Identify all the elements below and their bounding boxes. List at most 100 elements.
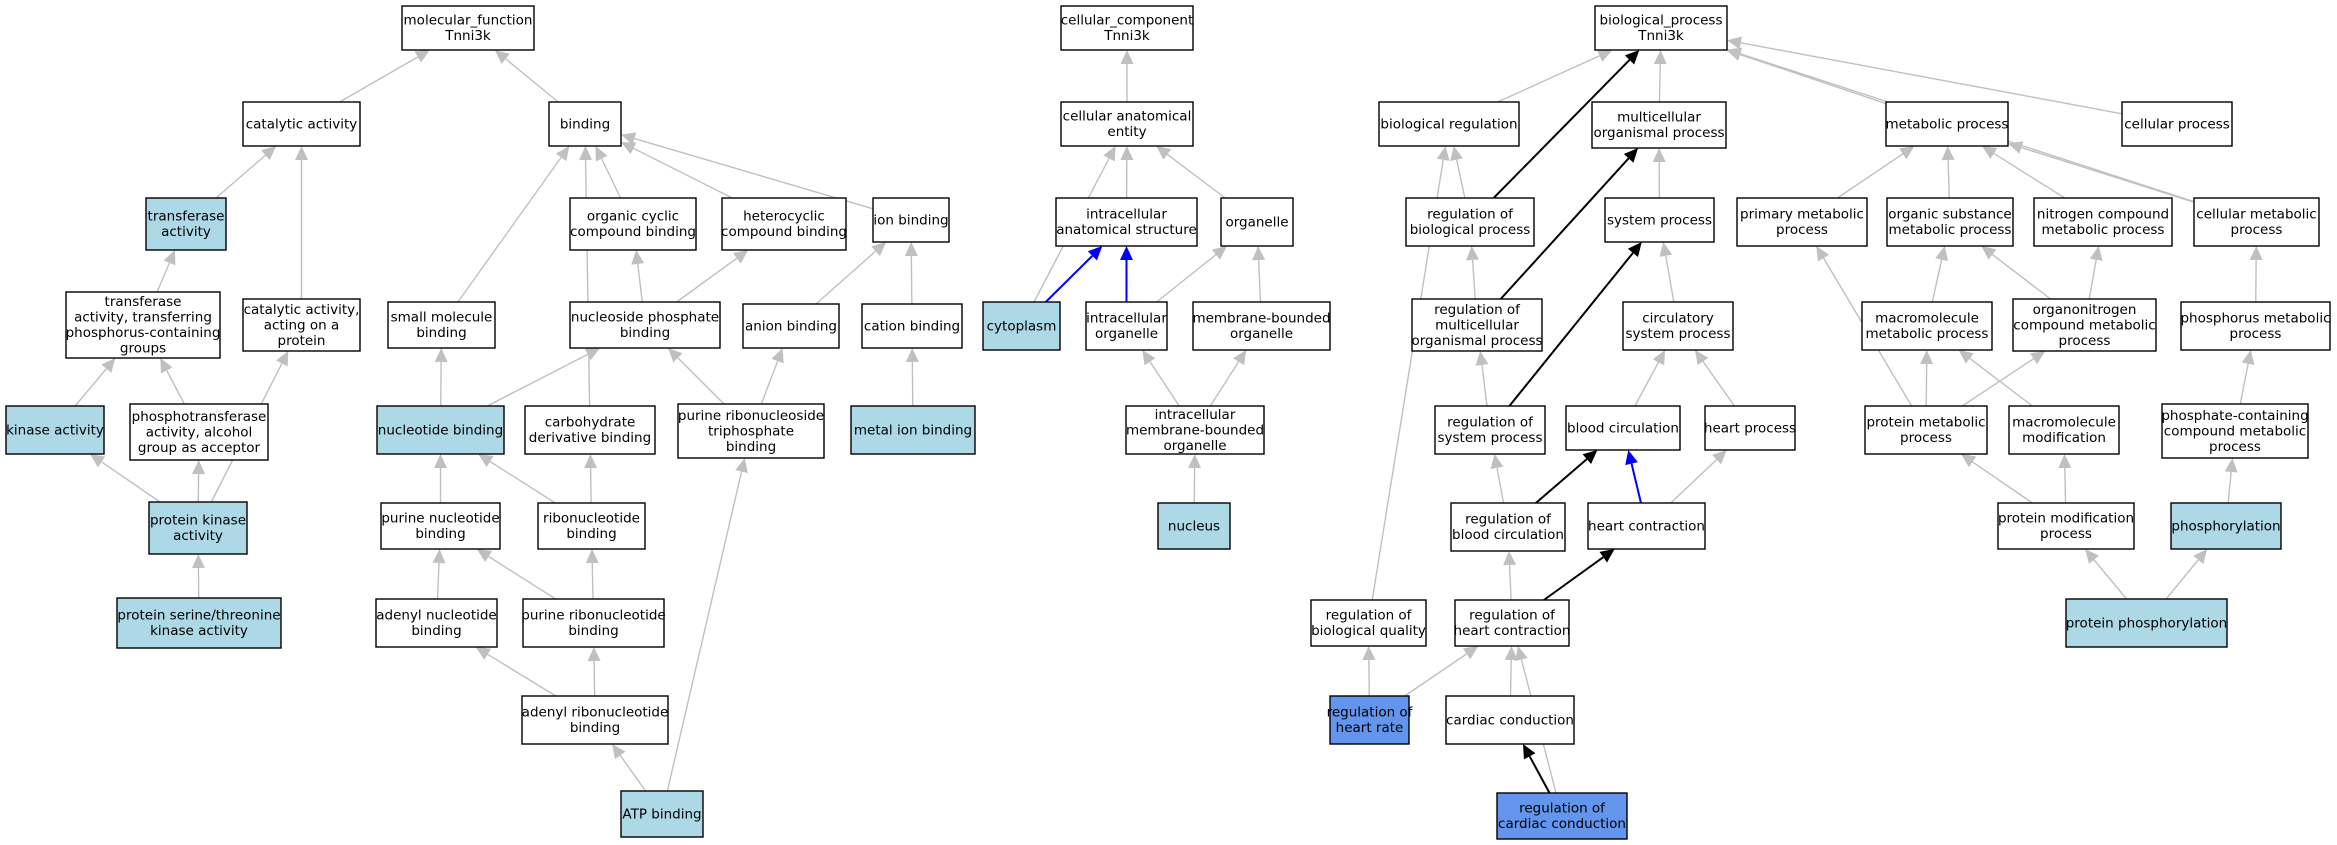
node-system_process[interactable]: system process — [1604, 197, 1715, 243]
node-label-line: kinase activity — [6, 422, 104, 438]
node-label-line: protein phosphorylation — [2066, 615, 2228, 631]
node-atp[interactable]: ATP binding — [620, 790, 704, 838]
node-box — [387, 301, 496, 349]
node-bio_reg[interactable]: biological regulation — [1378, 101, 1520, 147]
edge-line — [1992, 253, 2051, 300]
edge-line — [166, 370, 185, 405]
node-kinase[interactable]: kinase activity — [5, 405, 105, 455]
node-box — [2012, 298, 2157, 352]
node-cation[interactable]: cation binding — [861, 303, 963, 349]
node-organelle[interactable]: organelle — [1220, 197, 1294, 247]
node-cytoplasm[interactable]: cytoplasm — [982, 301, 1061, 351]
node-label-line: biological quality — [1311, 623, 1426, 639]
node-cellular_process[interactable]: cellular process — [2121, 101, 2233, 147]
node-protein_phos[interactable]: protein phosphorylation — [2065, 598, 2228, 648]
node-catalytic[interactable]: catalytic activity — [242, 101, 361, 147]
node-binding[interactable]: binding — [548, 101, 622, 147]
edge-arrowhead — [587, 647, 601, 662]
edge-line — [486, 353, 589, 407]
node-metabolic[interactable]: metabolic process — [1885, 101, 2009, 147]
node-anion[interactable]: anion binding — [742, 303, 840, 349]
edge-arrowhead — [434, 348, 448, 363]
edge-line — [1837, 153, 1904, 199]
node-nucleotide[interactable]: nucleotide binding — [376, 405, 505, 455]
edge-line — [2239, 363, 2249, 405]
node-metal_ion[interactable]: metal ion binding — [850, 405, 976, 455]
edge-reg_system-to-reg_multicellular — [1475, 351, 1489, 407]
node-label-line: protein serine/threonine — [117, 608, 280, 624]
node-label-line: binding — [411, 623, 461, 639]
edge-line — [339, 56, 419, 103]
edge-line — [1496, 467, 1505, 504]
edge-cardiac_conduction-to-reg_heart_contraction — [1504, 646, 1518, 697]
edge-protein_phos-to-phosphorylation — [2165, 549, 2208, 600]
edge-line — [2227, 471, 2232, 504]
edge-line — [1499, 157, 1630, 300]
edge-ion_binding-to-binding — [621, 132, 874, 210]
node-label-line: compound binding — [570, 224, 696, 240]
node-heart_process[interactable]: heart process — [1704, 405, 1796, 451]
edge-blood_circulation-to-circulatory — [1634, 350, 1666, 407]
node-nucleus[interactable]: nucleus — [1157, 502, 1231, 550]
edge-arrowhead — [1920, 350, 1934, 365]
edge-arrowhead — [905, 348, 919, 363]
node-box — [145, 197, 227, 251]
node-box — [2065, 598, 2228, 648]
node-label-line: protein — [278, 333, 326, 349]
node-label-line: process — [1900, 430, 1952, 446]
edge-purine_ribonucleoside_tp-to-nucleoside_phosphate — [668, 348, 725, 405]
node-ion_binding[interactable]: ion binding — [872, 197, 950, 243]
node-box — [850, 405, 976, 455]
node-blood_circulation[interactable]: blood circulation — [1565, 405, 1681, 451]
node-heart_contraction[interactable]: heart contraction — [1587, 502, 1706, 550]
node-cardiac_conduction[interactable]: cardiac conduction — [1445, 695, 1575, 745]
node-phosphorylation[interactable]: phosphorylation — [2170, 502, 2282, 550]
